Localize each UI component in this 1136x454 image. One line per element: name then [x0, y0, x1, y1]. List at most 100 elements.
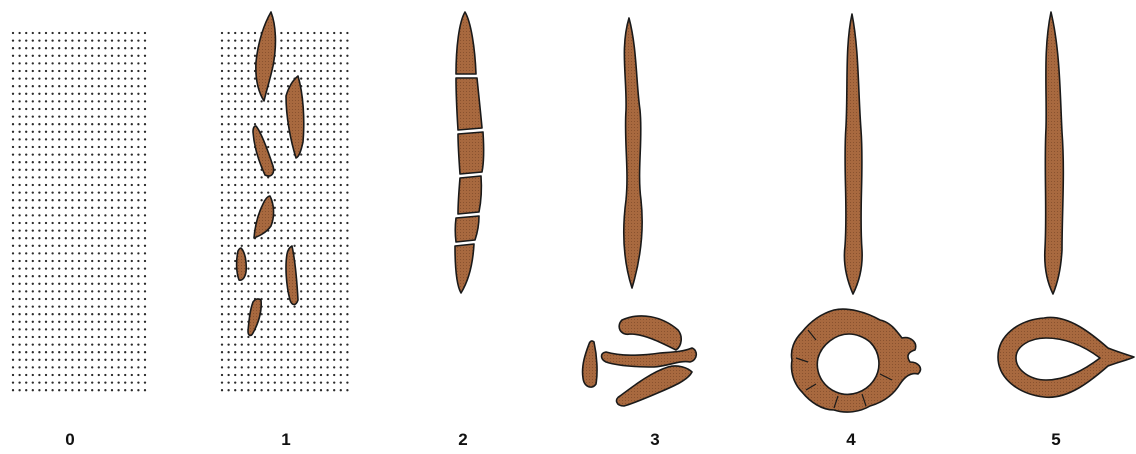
dot — [111, 321, 113, 323]
dot — [91, 153, 93, 155]
dot — [38, 153, 40, 155]
dot — [320, 199, 322, 201]
dot — [340, 290, 342, 292]
dot — [104, 313, 106, 315]
dot — [254, 32, 256, 34]
dot — [293, 343, 295, 345]
dot — [234, 191, 236, 193]
dot — [247, 100, 249, 102]
dot — [98, 123, 100, 125]
dot — [58, 275, 60, 277]
dot — [78, 290, 80, 292]
dot — [227, 351, 229, 353]
dot — [104, 237, 106, 239]
dot — [71, 252, 73, 254]
dot — [78, 131, 80, 133]
dot — [300, 252, 302, 254]
dot — [104, 176, 106, 178]
dot — [98, 305, 100, 307]
dot — [71, 374, 73, 376]
dot — [326, 252, 328, 254]
dot — [333, 275, 335, 277]
dot — [98, 85, 100, 87]
dot — [241, 131, 243, 133]
dot — [241, 359, 243, 361]
dot — [18, 62, 20, 64]
dot — [293, 207, 295, 209]
dot — [280, 260, 282, 262]
dot — [227, 260, 229, 262]
dot — [45, 359, 47, 361]
dot — [71, 267, 73, 269]
rod-segment — [455, 216, 479, 242]
dot — [124, 153, 126, 155]
dot — [227, 283, 229, 285]
dot — [326, 290, 328, 292]
dot — [313, 199, 315, 201]
dot — [254, 108, 256, 110]
dot — [221, 313, 223, 315]
dot — [25, 32, 27, 34]
dot — [241, 184, 243, 186]
dot — [221, 260, 223, 262]
dot — [340, 214, 342, 216]
dot — [78, 176, 80, 178]
dot — [25, 336, 27, 338]
dot — [326, 298, 328, 300]
dot — [307, 305, 309, 307]
dot — [65, 252, 67, 254]
dot — [12, 138, 14, 140]
dot — [117, 62, 119, 64]
dot — [25, 184, 27, 186]
dot — [124, 115, 126, 117]
dot — [287, 214, 289, 216]
dot — [293, 321, 295, 323]
dot — [307, 199, 309, 201]
dot — [91, 328, 93, 330]
dot — [104, 115, 106, 117]
dot — [32, 108, 34, 110]
dot — [104, 70, 106, 72]
dot — [65, 70, 67, 72]
dot — [32, 123, 34, 125]
dot — [287, 184, 289, 186]
dot — [58, 366, 60, 368]
dot — [84, 131, 86, 133]
dot — [274, 245, 276, 247]
dot — [65, 85, 67, 87]
dot — [307, 283, 309, 285]
dot — [300, 381, 302, 383]
dot — [58, 207, 60, 209]
dot — [254, 169, 256, 171]
dot — [144, 222, 146, 224]
dot — [227, 305, 229, 307]
dot — [18, 153, 20, 155]
dot — [45, 343, 47, 345]
dot — [221, 176, 223, 178]
dot — [124, 214, 126, 216]
dot — [71, 176, 73, 178]
dot — [38, 252, 40, 254]
dot — [117, 77, 119, 79]
dot — [346, 138, 348, 140]
stage-2-segmented-rod — [455, 12, 484, 293]
dot — [300, 207, 302, 209]
dot — [111, 252, 113, 254]
dot — [307, 298, 309, 300]
dot — [124, 123, 126, 125]
dot — [78, 313, 80, 315]
dot — [32, 336, 34, 338]
dot — [65, 229, 67, 231]
dot — [84, 389, 86, 391]
dot — [340, 267, 342, 269]
dot — [124, 245, 126, 247]
dot — [234, 343, 236, 345]
dot — [221, 138, 223, 140]
dot — [254, 283, 256, 285]
dot — [254, 39, 256, 41]
dot — [221, 229, 223, 231]
dot — [38, 146, 40, 148]
dot — [38, 108, 40, 110]
dot — [38, 359, 40, 361]
dot — [144, 85, 146, 87]
